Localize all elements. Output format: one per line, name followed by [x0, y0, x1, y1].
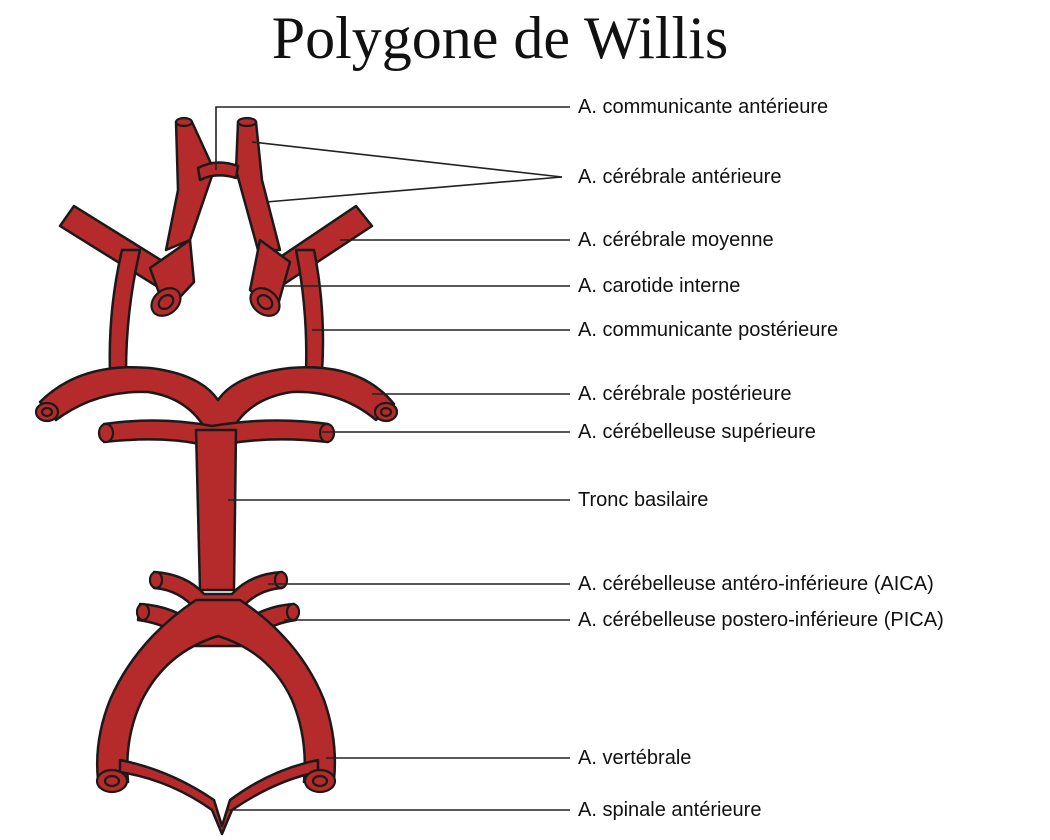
posterior-communicating-artery-left	[108, 248, 142, 374]
label-anterior-spinal-artery: A. spinale antérieure	[578, 799, 762, 821]
label-vertebral-artery: A. vertébrale	[578, 747, 692, 769]
label-anterior-communicating-artery: A. communicante antérieure	[578, 96, 829, 118]
label-pica: A. cérébelleuse postero-inférieure (PICA…	[578, 609, 944, 631]
vessels	[38, 120, 396, 836]
leader-lines	[215, 106, 570, 811]
anterior-cerebral-artery-left	[164, 120, 216, 252]
label-basilar-trunk: Tronc basilaire	[578, 489, 709, 511]
vessel-openings	[34, 116, 399, 794]
label-posterior-cerebral-artery: A. cérébrale postérieure	[578, 383, 792, 405]
label-superior-cerebellar-artery: A. cérébelleuse supérieure	[578, 421, 816, 443]
diagram-title: Polygone de Willis	[271, 5, 729, 71]
anterior-cerebral-artery-right	[234, 120, 282, 252]
basilar-trunk	[194, 428, 238, 592]
posterior-communicating-artery-right	[294, 248, 325, 374]
label-anterior-cerebral-artery: A. cérébrale antérieure	[578, 166, 782, 188]
label-middle-cerebral-artery: A. cérébrale moyenne	[578, 229, 774, 251]
anterior-communicating-artery	[196, 161, 240, 182]
posterior-cerebral-arteries	[38, 366, 396, 432]
label-posterior-communicating-artery: A. communicante postérieure	[578, 319, 839, 341]
label-internal-carotid-artery: A. carotide interne	[578, 275, 741, 297]
anterior-spinal-artery	[118, 758, 320, 836]
vertebral-arteries	[95, 598, 337, 784]
label-aica: A. cérébelleuse antéro-inférieure (AICA)	[578, 573, 934, 595]
